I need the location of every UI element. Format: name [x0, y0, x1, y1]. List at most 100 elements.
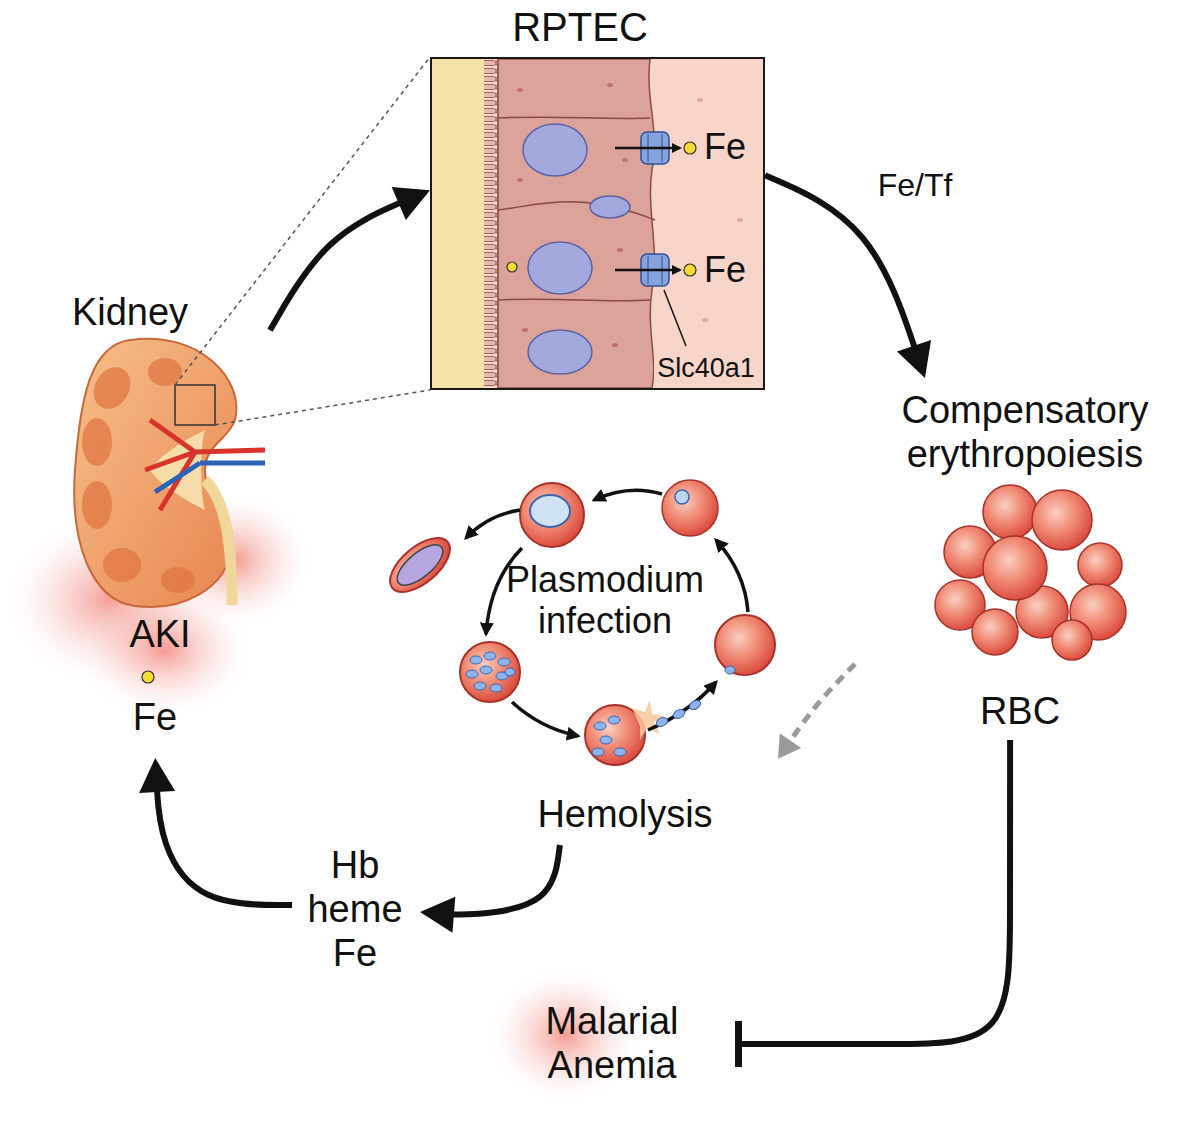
- tubule-cells: [498, 299, 650, 301]
- tubule-cells: [737, 218, 743, 222]
- parasite-cycle: [470, 656, 482, 664]
- kidney-illustration: [175, 385, 215, 425]
- connector: [785, 664, 855, 748]
- tubule-cells: [607, 83, 613, 87]
- node-label: Plasmodium infection: [490, 559, 720, 642]
- arrow-head: [139, 758, 175, 793]
- red-blood-cells: [935, 485, 1126, 660]
- tubule-cells: [517, 88, 523, 92]
- parasite-cycle: [672, 708, 686, 720]
- kidney-illustration: [82, 481, 112, 529]
- kidney-illustration: [215, 390, 430, 425]
- parasite-cycle: [460, 642, 520, 702]
- parasite-cycle: [688, 699, 702, 712]
- parasite-cycle: [614, 748, 626, 756]
- parasite-cycle: [592, 748, 604, 756]
- kidney-illustration: [161, 567, 195, 593]
- connector: [270, 198, 411, 330]
- arrow-head: [392, 187, 430, 220]
- tubule-cells: [523, 124, 587, 176]
- parasite-cycle: [505, 668, 515, 676]
- parasite-cycle: [530, 495, 570, 527]
- infection-cycle: Plasmodium infectionHemolysis: [380, 470, 778, 845]
- node-label: Hemolysis: [537, 793, 712, 837]
- node-label: Kidney: [72, 291, 188, 335]
- kidney-illustration: [103, 548, 141, 582]
- ferroportin-transporter: [615, 132, 696, 346]
- arrow-head: [778, 733, 801, 758]
- kidney-illustration: [205, 480, 232, 605]
- parasite-cycle: [600, 736, 612, 744]
- parasite-cycle: [466, 670, 478, 678]
- connector-group: [735, 740, 1010, 1067]
- parasite-cycle: [725, 666, 735, 674]
- parasite-cycle: [594, 490, 662, 500]
- parasite-cycle: [490, 684, 502, 692]
- parasite-cycle: [381, 480, 775, 765]
- tubule-cells: [528, 242, 592, 294]
- parasite-cycle: [381, 528, 459, 602]
- node-label: Fe: [133, 696, 177, 740]
- tubule-cells: [617, 248, 623, 252]
- ferroportin-transporter: [684, 142, 696, 154]
- inhibition-bar: [735, 1021, 742, 1067]
- tubule-cells: [528, 330, 592, 374]
- node-label: Slc40a1: [654, 353, 758, 384]
- parasite-cycle: [716, 540, 748, 612]
- node-label: Fe: [704, 126, 746, 167]
- connector: [737, 740, 1010, 1044]
- ferroportin-transporter: [664, 290, 686, 346]
- tubule-cells: [522, 328, 528, 332]
- connector-group: [270, 187, 430, 330]
- node-label: Compensatory erythropoiesis: [875, 389, 1175, 476]
- node-label: Fe: [704, 249, 746, 290]
- anemia-box: Malarial Anemia: [500, 985, 735, 1103]
- tubule-cells: [498, 59, 655, 388]
- parasite-cycle: [648, 682, 716, 730]
- parasite-cycle: [675, 490, 689, 504]
- node-label: RPTEC: [512, 4, 648, 50]
- parasite-cycle: [594, 722, 606, 730]
- node-label: RBC: [980, 690, 1060, 734]
- kidney-illustration: [74, 57, 430, 683]
- parasite-cycle: [474, 682, 486, 690]
- node-label: Malarial Anemia: [527, 1000, 697, 1087]
- tubule-cells: [517, 178, 523, 182]
- ferroportin-transporter: [684, 264, 696, 276]
- kidney-illustration: [175, 57, 430, 385]
- parasite-cycle: [484, 652, 496, 660]
- red-blood-cells: [983, 536, 1047, 600]
- tubule-cells: [697, 98, 703, 102]
- kidney-illustration: [82, 418, 112, 466]
- kidney-illustration: [86, 360, 137, 415]
- tubule-cells: [430, 57, 765, 390]
- red-blood-cells: [983, 485, 1037, 539]
- arrow-head: [420, 897, 455, 933]
- tubule-cells: [498, 117, 650, 118]
- parasite-cycle: [512, 702, 578, 736]
- tubule-cells: [622, 158, 628, 162]
- tubule-cells: [498, 202, 655, 220]
- parasite-cycle: [498, 658, 510, 666]
- red-blood-cells: [1078, 543, 1122, 587]
- kidney-illustration: [142, 671, 154, 683]
- tubule-cells: [430, 57, 765, 390]
- tubule-cells: [432, 59, 484, 388]
- kidney-illustration: [74, 339, 236, 607]
- tubule-cells: [612, 343, 618, 347]
- parasite-cycle: [466, 510, 520, 538]
- tubule-cells: [484, 59, 499, 388]
- tubule-cell-panel: RPTECFeFeSlc40a1: [430, 57, 765, 390]
- parasite-cycle: [655, 716, 669, 728]
- parasite-cycle: [608, 716, 620, 724]
- parasite-cycle: [662, 480, 718, 536]
- red-blood-cells: [972, 609, 1018, 655]
- edge-label: Fe/Tf: [876, 167, 955, 204]
- ferroportin-transporter: [615, 147, 680, 150]
- parasite-cycle: [520, 483, 584, 547]
- red-blood-cells: [1052, 620, 1092, 660]
- kidney-illustration: [145, 420, 265, 510]
- parasite-cycle: [715, 615, 775, 675]
- ferroportin-transporter: [615, 269, 680, 272]
